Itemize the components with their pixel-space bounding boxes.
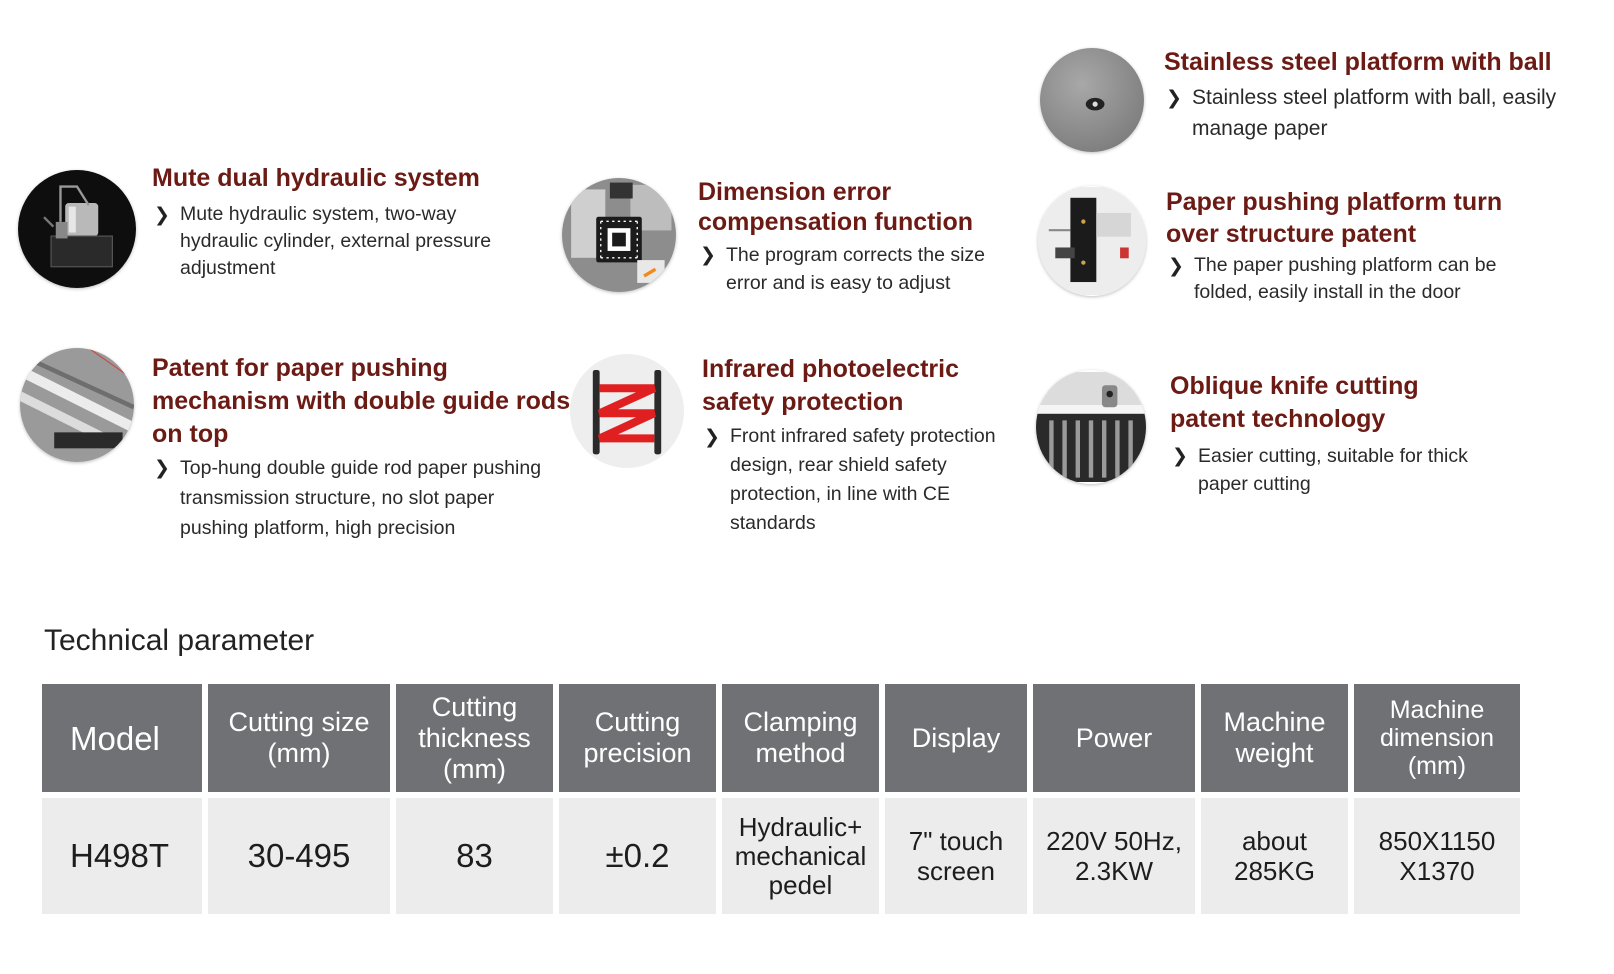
control-chip-photo — [562, 178, 676, 292]
stainless-steel-platform-photo — [1040, 48, 1144, 152]
chevron-right-icon: ❯ — [154, 205, 170, 226]
header-display: Display — [885, 684, 1027, 792]
value-cutting-thickness: 83 — [396, 798, 553, 914]
feature-title: Infrared photoelectric safety protection — [702, 355, 959, 416]
chevron-right-icon: ❯ — [704, 427, 720, 448]
feature-title: Paper pushing platform turn over structu… — [1166, 188, 1503, 248]
feature-description: Front infrared safety protection design,… — [730, 425, 996, 534]
chevron-right-icon: ❯ — [700, 245, 716, 266]
feature-title: Patent for paper pushing mechanism with … — [152, 354, 571, 448]
feature-description: The paper pushing platform can be folded… — [1194, 254, 1497, 303]
oblique-knife-photo — [1036, 370, 1146, 484]
feature-title: Oblique knife cutting patent technology — [1170, 372, 1419, 433]
guide-rods-photo — [20, 348, 134, 462]
header-power: Power — [1033, 684, 1195, 792]
header-clamping-method: Clamping method — [722, 684, 879, 792]
value-power: 220V 50Hz, 2.3KW — [1033, 798, 1195, 914]
value-model: H498T — [42, 798, 202, 914]
feature-description: Top-hung double guide rod paper pushing … — [180, 457, 542, 539]
feature-description: Stainless steel platform with ball, easi… — [1192, 86, 1557, 140]
infrared-beam-photo — [570, 354, 684, 468]
value-display: 7" touch screen — [885, 798, 1027, 914]
chevron-right-icon: ❯ — [1166, 88, 1182, 109]
chevron-right-icon: ❯ — [1168, 256, 1184, 277]
feature-description: The program corrects the size error and … — [726, 244, 986, 294]
paper-pushing-platform-photo — [1038, 186, 1146, 296]
feature-description: Easier cutting, suitable for thick paper… — [1198, 445, 1468, 495]
value-cutting-size: 30-495 — [208, 798, 390, 914]
header-cutting-thickness: Cutting thickness (mm) — [396, 684, 553, 792]
header-cutting-size: Cutting size (mm) — [208, 684, 390, 792]
header-model: Model — [42, 684, 202, 792]
value-cutting-precision: ±0.2 — [559, 798, 716, 914]
feature-title: Dimension error compensation function — [698, 178, 973, 236]
value-machine-weight: about 285KG — [1201, 798, 1348, 914]
feature-title: Mute dual hydraulic system — [152, 164, 480, 192]
value-clamping-method: Hydraulic+ mechanical pedel — [722, 798, 879, 914]
chevron-right-icon: ❯ — [1172, 446, 1188, 467]
feature-description: Mute hydraulic system, two-way hydraulic… — [180, 203, 492, 279]
header-machine-dimension: Machine dimension (mm) — [1354, 684, 1520, 792]
header-machine-weight: Machine weight — [1201, 684, 1348, 792]
feature-title: Stainless steel platform with ball — [1164, 48, 1552, 76]
value-machine-dimension: 850X1150 X1370 — [1354, 798, 1520, 914]
technical-parameter-title: Technical parameter — [44, 624, 315, 657]
hydraulic-system-photo — [18, 170, 136, 288]
header-cutting-precision: Cutting precision — [559, 684, 716, 792]
chevron-right-icon: ❯ — [154, 458, 170, 479]
